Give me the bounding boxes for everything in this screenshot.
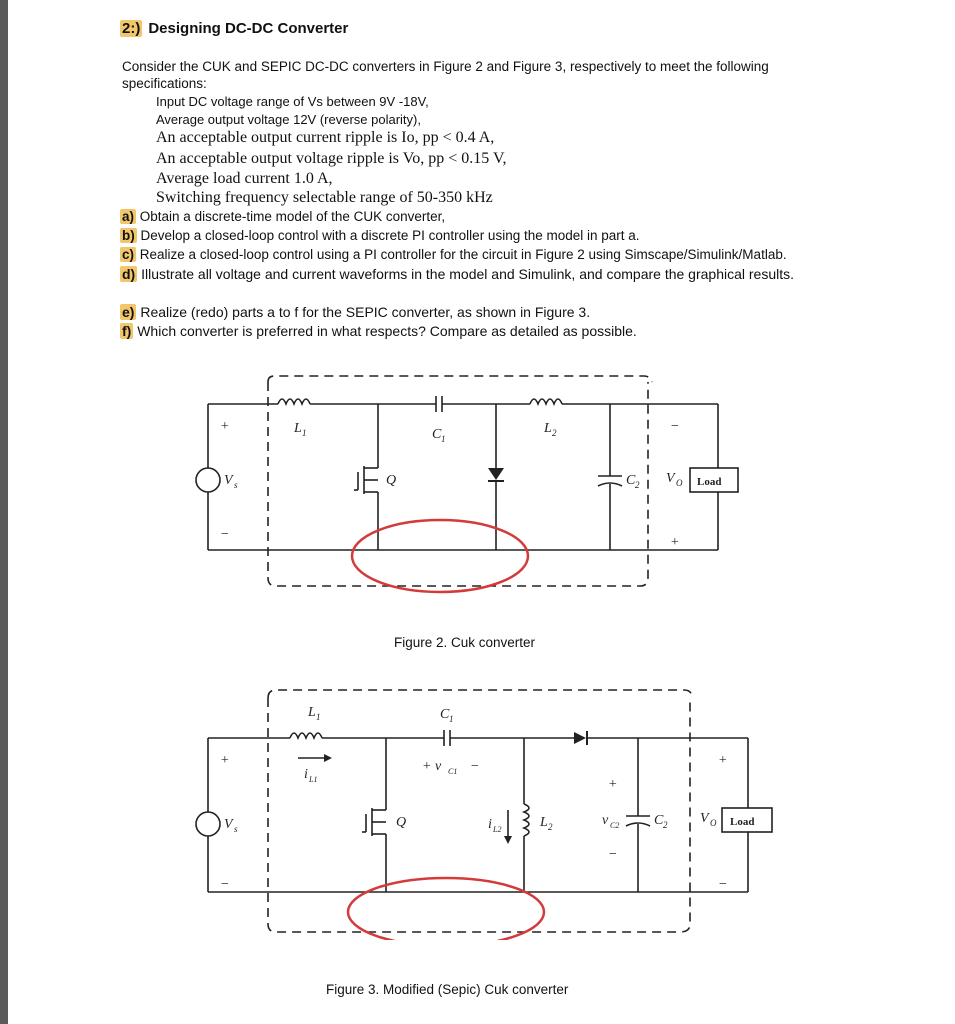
vs-subscript: s bbox=[234, 824, 238, 834]
c1-subscript: 1 bbox=[449, 714, 454, 724]
load-label: Load bbox=[697, 476, 721, 488]
task-tag: e) bbox=[120, 304, 137, 320]
task-tag: a) bbox=[120, 209, 137, 224]
l2-label: L bbox=[543, 421, 552, 436]
task-item: f) Which converter is preferred in what … bbox=[120, 322, 860, 340]
figure-2-cuk-circuit: + − V s L 1 C 1 Q L 2 C 2 − + V O Load bbox=[195, 375, 739, 594]
c1-label: C bbox=[440, 707, 450, 722]
task-text: Develop a closed-loop control with a dis… bbox=[140, 228, 640, 243]
plus-sign: + bbox=[220, 419, 229, 434]
l2-subscript: 2 bbox=[548, 822, 553, 832]
vo-subscript: O bbox=[676, 478, 683, 488]
c2-label: C bbox=[626, 473, 636, 488]
spec-item: Average output voltage 12V (reverse pola… bbox=[156, 112, 421, 127]
spec-item: Input DC voltage range of Vs between 9V … bbox=[156, 94, 429, 109]
task-item: d) Illustrate all voltage and current wa… bbox=[120, 265, 860, 283]
vc2-minus-sign: − bbox=[608, 847, 617, 862]
l1-subscript: 1 bbox=[302, 428, 307, 438]
vs-label: V bbox=[224, 473, 234, 488]
task-tag: c) bbox=[120, 247, 137, 262]
document-page: 2:) Designing DC-DC Converter Consider t… bbox=[8, 0, 955, 1024]
vs-subscript: s bbox=[234, 480, 238, 490]
vc1-minus: − bbox=[470, 759, 479, 774]
task-item: b) Develop a closed-loop control with a … bbox=[120, 227, 860, 245]
spec-item: An acceptable output voltage ripple is V… bbox=[156, 150, 507, 167]
vc2-subscript: C2 bbox=[610, 821, 619, 830]
switch-q-label: Q bbox=[386, 473, 396, 488]
task-item: a) Obtain a discrete-time model of the C… bbox=[120, 208, 860, 226]
figure-2-caption: Figure 2. Cuk converter bbox=[394, 635, 536, 650]
il2-subscript: L2 bbox=[492, 825, 501, 834]
switch-q-label: Q bbox=[396, 815, 406, 830]
vo-label: V bbox=[666, 471, 676, 486]
l1-label: L bbox=[293, 421, 302, 436]
section-heading: 2:) Designing DC-DC Converter bbox=[120, 20, 348, 37]
il1-label: i bbox=[304, 767, 308, 782]
vs-label: V bbox=[224, 817, 234, 832]
c1-subscript: 1 bbox=[441, 434, 446, 444]
output-plus-sign: + bbox=[718, 753, 727, 768]
task-item: e) Realize (redo) parts a to f for the S… bbox=[120, 303, 860, 321]
load-label: Load bbox=[730, 816, 754, 828]
task-text: Realize a closed-loop control using a PI… bbox=[139, 247, 787, 262]
l2-subscript: 2 bbox=[552, 428, 557, 438]
il2-label: i bbox=[488, 817, 492, 832]
vc1-label: + v bbox=[422, 759, 442, 774]
il1-subscript: L1 bbox=[308, 775, 317, 784]
task-tag: f) bbox=[120, 323, 134, 339]
section-number: 2:) bbox=[120, 20, 143, 37]
spec-item: Average load current 1.0 A, bbox=[156, 170, 333, 187]
section-title: Designing DC-DC Converter bbox=[148, 20, 349, 37]
task-tag: d) bbox=[120, 266, 138, 282]
c2-subscript: 2 bbox=[663, 820, 668, 830]
l1-label: L bbox=[307, 705, 316, 720]
window-left-edge bbox=[0, 0, 8, 1024]
output-minus-sign: − bbox=[670, 419, 679, 434]
figure-3-sepic-circuit: + − V s L 1 i L1 C 1 + v C1 − Q i L2 L 2… bbox=[195, 689, 773, 940]
task-item: c) Realize a closed-loop control using a… bbox=[120, 246, 860, 264]
c1-label: C bbox=[432, 427, 442, 442]
vc2-plus-sign: + bbox=[608, 777, 617, 792]
vc1-subscript: C1 bbox=[448, 767, 457, 776]
task-text: Obtain a discrete-time model of the CUK … bbox=[139, 209, 446, 224]
vo-label: V bbox=[700, 811, 710, 826]
figure-3-caption: Figure 3. Modified (Sepic) Cuk converter bbox=[326, 982, 569, 997]
minus-sign: − bbox=[220, 527, 229, 542]
spec-item: Switching frequency selectable range of … bbox=[156, 189, 493, 206]
c2-label: C bbox=[654, 813, 664, 828]
vc2-label: v bbox=[602, 813, 609, 828]
plus-sign: + bbox=[220, 753, 229, 768]
c2-subscript: 2 bbox=[635, 480, 640, 490]
vo-subscript: O bbox=[710, 818, 717, 828]
task-text: Realize (redo) parts a to f for the SEPI… bbox=[140, 304, 591, 320]
spec-item: An acceptable output current ripple is I… bbox=[156, 129, 495, 146]
minus-sign: − bbox=[220, 877, 229, 892]
task-text: Which converter is preferred in what res… bbox=[137, 323, 637, 339]
intro-paragraph: Consider the CUK and SEPIC DC-DC convert… bbox=[122, 59, 769, 91]
task-text: Illustrate all voltage and current wavef… bbox=[141, 266, 794, 282]
l1-subscript: 1 bbox=[316, 712, 321, 722]
l2-label: L bbox=[539, 815, 548, 830]
output-plus-sign: + bbox=[670, 535, 679, 550]
output-minus-sign: − bbox=[718, 877, 727, 892]
task-tag: b) bbox=[120, 228, 137, 243]
